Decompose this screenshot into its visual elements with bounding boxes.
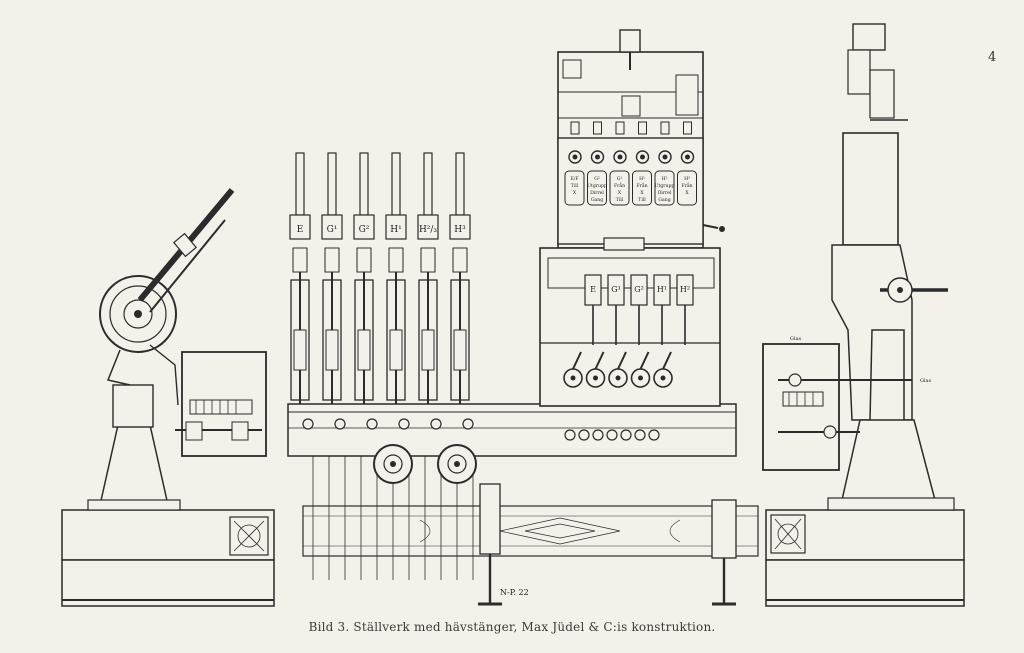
svg-text:Från: Från — [681, 182, 692, 189]
right-pedestal-label: Glas — [920, 378, 932, 384]
svg-text:Till: Till — [638, 197, 646, 203]
lever-1: E — [289, 152, 314, 430]
lever-label: E — [297, 225, 304, 235]
svg-text:Till: Till — [616, 197, 624, 203]
slide-label: G¹ — [611, 285, 621, 294]
lever-2: G¹ — [321, 152, 346, 430]
svg-text:Gang: Gang — [658, 197, 670, 203]
lever-frame: E G¹ G² H¹ H²/₃ H³ — [287, 152, 737, 484]
slide-2: G¹ — [607, 274, 625, 345]
slide-label: H¹ — [657, 285, 667, 294]
svg-text:Utgrupp: Utgrupp — [655, 183, 675, 189]
lever-5: H²/₃ — [417, 152, 442, 430]
lever-label: H³ — [454, 225, 466, 235]
lever-label: G¹ — [327, 225, 338, 235]
floor-section: N-P. 22 — [302, 410, 759, 606]
drive-wheel-1 — [373, 444, 413, 484]
left-foundation — [61, 559, 275, 607]
svg-text:G¹: G¹ — [617, 176, 623, 182]
right-side-view: Glas Glas — [762, 23, 965, 607]
slide-1: E — [584, 274, 602, 345]
svg-text:X: X — [640, 190, 644, 196]
slide-5: H² — [676, 274, 694, 345]
slide-label: E — [590, 285, 596, 294]
svg-text:Dirrel: Dirrel — [590, 190, 604, 196]
svg-text:H²: H² — [662, 176, 668, 182]
figure-caption: Bild 3. Ställverk med hävstänger, Max Jü… — [308, 620, 716, 634]
lever-4: H¹ — [385, 152, 410, 430]
svg-text:Till: Till — [571, 183, 579, 189]
frame-bed — [287, 403, 737, 457]
right-box-label: Glas — [790, 336, 802, 342]
left-side-view — [61, 188, 275, 607]
svg-text:G²: G² — [594, 176, 600, 182]
lever-label: H¹ — [390, 225, 401, 235]
svg-text:Dirrel: Dirrel — [658, 190, 672, 196]
svg-text:Från: Från — [614, 182, 625, 189]
svg-text:X: X — [618, 190, 622, 196]
svg-text:H³: H³ — [684, 176, 690, 182]
drive-wheel-2 — [437, 444, 477, 484]
slide-4: H¹ — [653, 274, 671, 345]
slide-label: H² — [680, 285, 690, 294]
svg-text:X: X — [573, 190, 577, 196]
right-column — [842, 132, 899, 246]
svg-text:E/F: E/F — [570, 176, 578, 182]
lever-3: G² — [353, 152, 378, 430]
slide-3: G² — [630, 274, 648, 345]
lever-6: H³ — [449, 152, 474, 430]
slide-label: G² — [634, 285, 644, 294]
svg-text:Utgrupp: Utgrupp — [587, 183, 607, 189]
svg-text:X: X — [685, 190, 689, 196]
lever-label: H²/₃ — [419, 225, 437, 235]
right-mechanism-box — [762, 343, 840, 471]
svg-text:H¹: H¹ — [639, 176, 645, 182]
control-cabinet: E/FTillXG²UtgruppDirrelGangG¹FrånXTillH¹… — [539, 29, 725, 441]
svg-text:Gang: Gang — [591, 197, 603, 203]
ground-mark-label: N-P. 22 — [500, 588, 529, 597]
page-number: 4 — [988, 50, 997, 65]
lever-label: G² — [359, 225, 370, 235]
svg-text:Från: Från — [636, 182, 647, 189]
